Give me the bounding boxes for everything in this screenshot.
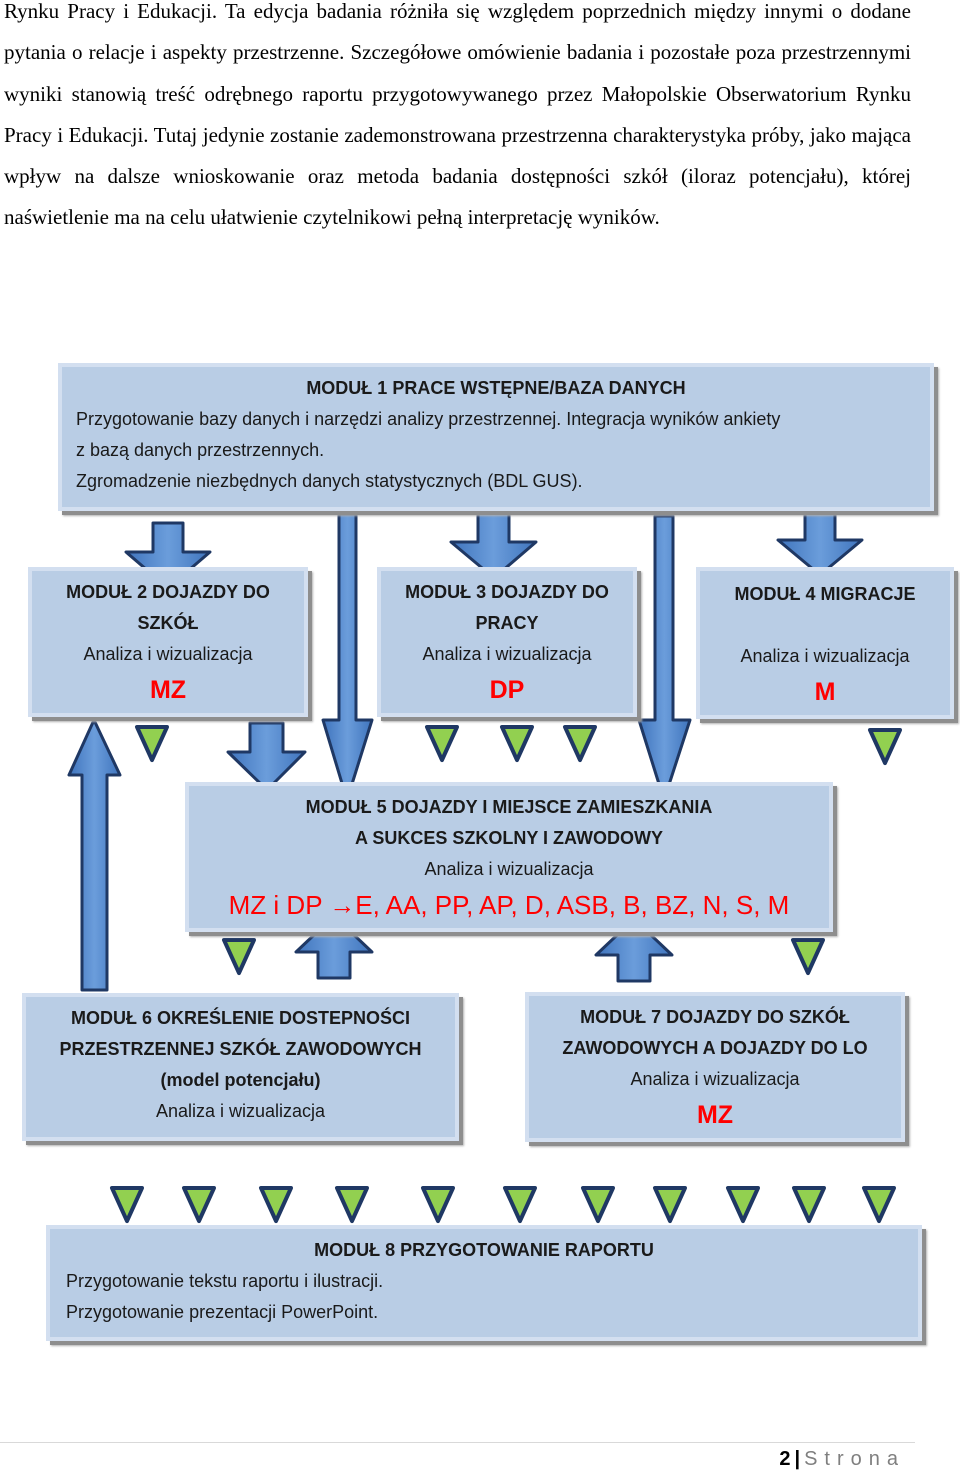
module-6-title-line-1: MODUŁ 6 OKREŚLENIE DOSTEPNOŚCI <box>70 1008 411 1028</box>
module-5-subtitle: Analiza i wizualizacja <box>424 859 594 879</box>
module-3-title-line-1: MODUŁ 3 DOJAZDY DO <box>405 582 609 602</box>
page-word: Strona <box>804 1448 905 1470</box>
green-triangle-icon <box>335 1186 369 1223</box>
module-7-code: MZ <box>696 1101 734 1129</box>
module-5-title-line-1: MODUŁ 5 DOJAZDY I MIEJSCE ZAMIESZKANIA <box>305 797 713 817</box>
module-3-subtitle: Analiza i wizualizacja <box>422 644 592 664</box>
green-triangle-icon <box>259 1186 293 1223</box>
green-triangle-icon <box>425 725 459 762</box>
green-triangle-icon <box>110 1186 144 1223</box>
page-footer: 2|Strona <box>0 1442 915 1471</box>
module-2-title-line-2: SZKÓŁ <box>137 613 199 633</box>
module-3-title-line-2: PRACY <box>475 613 539 633</box>
module-4-box: MODUŁ 4 MIGRACJE Analiza i wizualizacja … <box>696 567 954 719</box>
page-number-label: 2|Strona <box>779 1448 905 1471</box>
long-arrow-up-icon <box>67 718 122 992</box>
green-triangle-icon <box>653 1186 687 1223</box>
module-8-box: MODUŁ 8 PRZYGOTOWANIE RAPORTU Przygotowa… <box>46 1225 922 1341</box>
intro-paragraph-text: Rynku Pracy i Edukacji. Ta edycja badani… <box>4 0 911 230</box>
module-4-title: MODUŁ 4 MIGRACJE <box>734 584 916 604</box>
green-triangle-icon <box>500 725 534 762</box>
module-1-title: MODUŁ 1 PRACE WSTĘPNE/BAZA DANYCH <box>306 378 686 398</box>
green-triangle-icon <box>868 728 902 765</box>
green-triangle-icon <box>791 938 825 975</box>
module-6-box: MODUŁ 6 OKREŚLENIE DOSTEPNOŚCI PRZESTRZE… <box>22 993 459 1141</box>
module-5-code: MZ i DP →E, AA, PP, AP, D, ASB, B, BZ, N… <box>228 890 790 920</box>
module-6-title-line-3: (model potencjału) <box>160 1070 321 1090</box>
module-3-box: MODUŁ 3 DOJAZDY DO PRACY Analiza i wizua… <box>377 567 637 717</box>
arrow-up-icon <box>594 917 674 983</box>
module-1-line-1: Przygotowanie bazy danych i narzędzi ana… <box>76 409 781 429</box>
long-arrow-down-icon <box>637 514 692 802</box>
green-triangle-icon <box>581 1186 615 1223</box>
green-triangle-icon <box>182 1186 216 1223</box>
green-triangle-icon <box>726 1186 760 1223</box>
module-4-subtitle: Analiza i wizualizacja <box>740 646 910 666</box>
green-triangle-icon <box>503 1186 537 1223</box>
green-triangle-icon <box>792 1186 826 1223</box>
module-1-box: MODUŁ 1 PRACE WSTĘPNE/BAZA DANYCH Przygo… <box>58 363 934 511</box>
triangle-connectors <box>110 725 902 1223</box>
module-6-subtitle: Analiza i wizualizacja <box>155 1101 326 1121</box>
module-2-box: MODUŁ 2 DOJAZDY DO SZKÓŁ Analiza i wizua… <box>28 567 308 717</box>
module-3-code: DP <box>489 676 525 704</box>
arrow-up-icon <box>294 914 374 980</box>
arrow-down-icon <box>776 510 864 577</box>
module-7-subtitle: Analiza i wizualizacja <box>630 1069 800 1089</box>
arrow-down-icon <box>226 721 307 792</box>
module-2-title-line-1: MODUŁ 2 DOJAZDY DO <box>66 582 270 602</box>
green-triangle-icon <box>135 725 169 762</box>
module-5-title-line-2: A SUKCES SZKOLNY I ZAWODOWY <box>354 828 663 848</box>
module-7-box: MODUŁ 7 DOJAZDY DO SZKÓŁ ZAWODOWYCH A DO… <box>525 992 905 1142</box>
green-triangle-icon <box>222 938 256 975</box>
green-triangle-icon <box>421 1186 455 1223</box>
arrow-down-icon <box>449 510 538 580</box>
module-2-code: MZ <box>149 676 187 704</box>
module-8-line-2: Przygotowanie prezentacji PowerPoint. <box>66 1302 379 1322</box>
module-4-code: M <box>814 678 836 706</box>
module-8-line-1: Przygotowanie tekstu raportu i ilustracj… <box>66 1271 384 1291</box>
module-7-title-line-2: ZAWODOWYCH A DOJAZDY DO LO <box>562 1038 868 1058</box>
green-triangle-icon <box>563 725 597 762</box>
module-8-title: MODUŁ 8 PRZYGOTOWANIE RAPORTU <box>314 1240 654 1260</box>
module-7-title-line-1: MODUŁ 7 DOJAZDY DO SZKÓŁ <box>580 1007 850 1027</box>
module-6-title-line-2: PRZESTRZENNEJ SZKÓŁ ZAWODOWYCH <box>59 1039 422 1059</box>
intro-paragraph: Rynku Pracy i Edukacji. Ta edycja badani… <box>4 0 911 239</box>
module-1-line-2: z bazą danych przestrzennych. <box>76 440 325 460</box>
long-arrow-down-icon <box>321 512 374 802</box>
page-number: 2 <box>779 1448 791 1470</box>
module-2-subtitle: Analiza i wizualizacja <box>83 644 253 664</box>
page-separator: | <box>794 1448 801 1470</box>
module-5-box: MODUŁ 5 DOJAZDY I MIEJSCE ZAMIESZKANIA A… <box>185 782 833 932</box>
green-triangle-icon <box>862 1186 896 1223</box>
module-1-line-3: Zgromadzenie niezbędnych danych statysty… <box>76 471 583 491</box>
